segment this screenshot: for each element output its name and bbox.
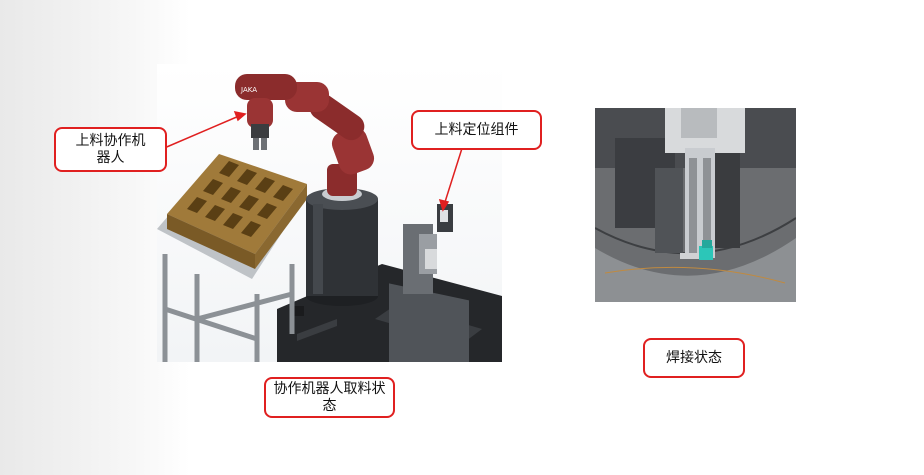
robot-loading-scene-image: JAKA — [157, 64, 502, 362]
robot-pick-state-callout: 协作机器人取料状态 — [264, 377, 395, 418]
loading-robot-label: 上料协作机器人 — [75, 132, 146, 166]
robot-brand-mark: JAKA — [240, 86, 257, 94]
robot-pick-state-label: 协作机器人取料状态 — [273, 380, 386, 414]
welding-state-label: 焊接状态 — [666, 349, 722, 366]
welding-state-callout: 焊接状态 — [643, 338, 745, 378]
positioning-assembly-label: 上料定位组件 — [434, 121, 519, 138]
loading-robot-callout: 上料协作机器人 — [54, 127, 167, 172]
positioning-assembly-callout: 上料定位组件 — [411, 110, 542, 150]
welding-state-image — [595, 108, 796, 302]
